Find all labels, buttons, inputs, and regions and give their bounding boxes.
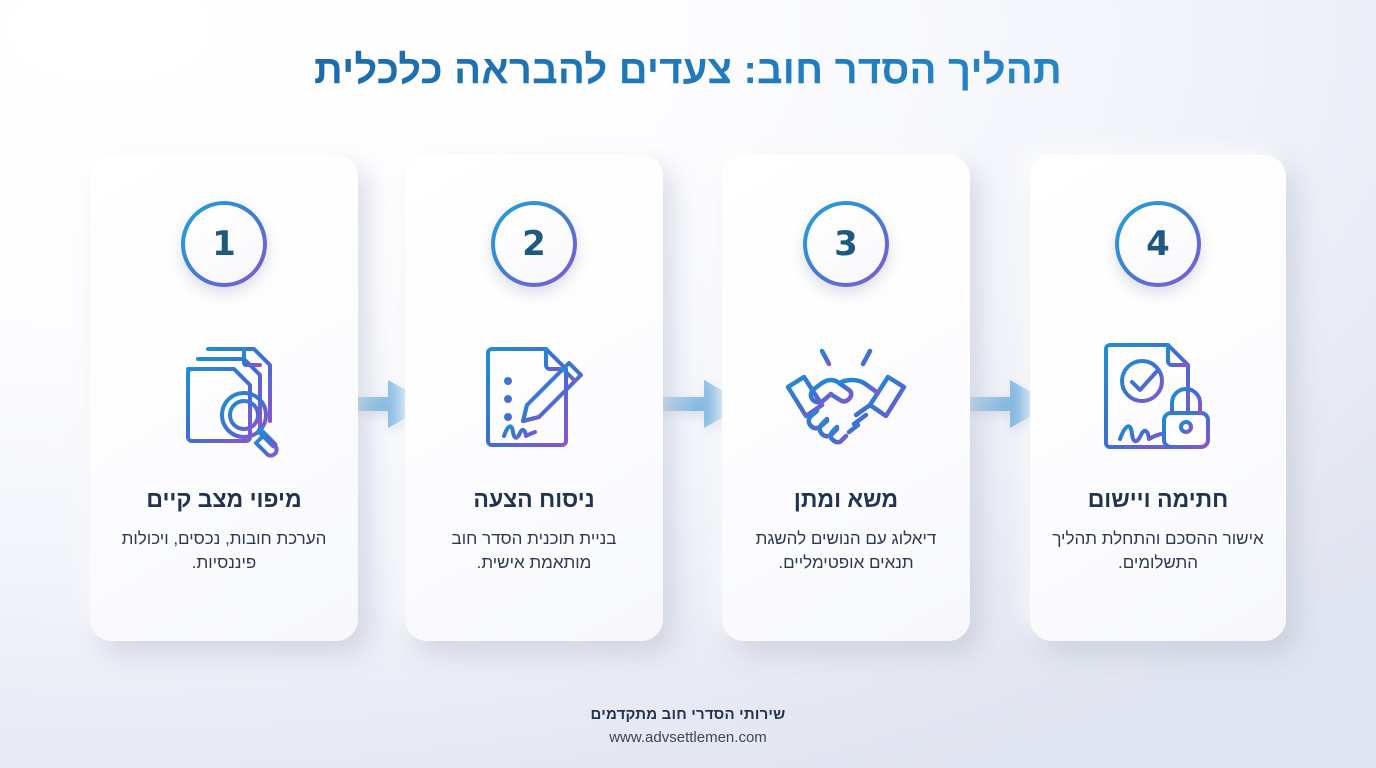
step-title-4: חתימה ויישום: [1087, 486, 1229, 512]
document-check-lock-icon: [1090, 331, 1226, 459]
step-number-badge-2: 2: [491, 201, 577, 287]
step-card-3[interactable]: 3: [722, 155, 970, 641]
step-description-4: אישור ההסכם והתחלת תהליך התשלומים.: [1052, 528, 1264, 572]
step-card-2[interactable]: 2: [405, 155, 663, 641]
step-number-badge-3: 3: [803, 201, 889, 287]
step-description-3: דיאלוג עם הנושים להשגת תנאים אופטימליים.: [755, 528, 937, 572]
step-number-3: 3: [807, 205, 885, 283]
document-pencil-signature-icon: [466, 331, 602, 459]
connector-arrow-3: [940, 376, 1052, 432]
footer: שירותי הסדרי חוב מתקדמים www.advsettleme…: [0, 706, 1376, 746]
page-title: תהליך הסדר חוב: צעדים להבראה כלכלית: [0, 46, 1376, 94]
footer-tagline: שירותי הסדרי חוב מתקדמים: [590, 706, 786, 723]
step-card-4[interactable]: 4: [1030, 155, 1286, 641]
step-number-4: 4: [1119, 205, 1197, 283]
step-number-1: 1: [185, 205, 263, 283]
step-number-badge-4: 4: [1115, 201, 1201, 287]
handshake-icon: [778, 331, 914, 459]
step-title-3: משא ומתן: [793, 486, 899, 512]
steps-row: 1: [90, 155, 1286, 641]
step-title-2: ניסוח הצעה: [473, 486, 595, 512]
documents-magnifier-icon: [156, 331, 292, 459]
step-card-1[interactable]: 1: [90, 155, 358, 641]
connector-arrow-1: [318, 376, 430, 432]
connector-arrow-2: [634, 376, 746, 432]
step-number-2: 2: [495, 205, 573, 283]
step-description-1: הערכת חובות, נכסים, ויכולות פיננסיות.: [121, 528, 327, 572]
footer-website[interactable]: www.advsettlemen.com: [609, 729, 767, 746]
step-title-1: מיפוי מצב קיים: [146, 486, 302, 512]
step-number-badge-1: 1: [181, 201, 267, 287]
step-description-2: בניית תוכנית הסדר חוב מותאמת אישית.: [451, 528, 617, 572]
